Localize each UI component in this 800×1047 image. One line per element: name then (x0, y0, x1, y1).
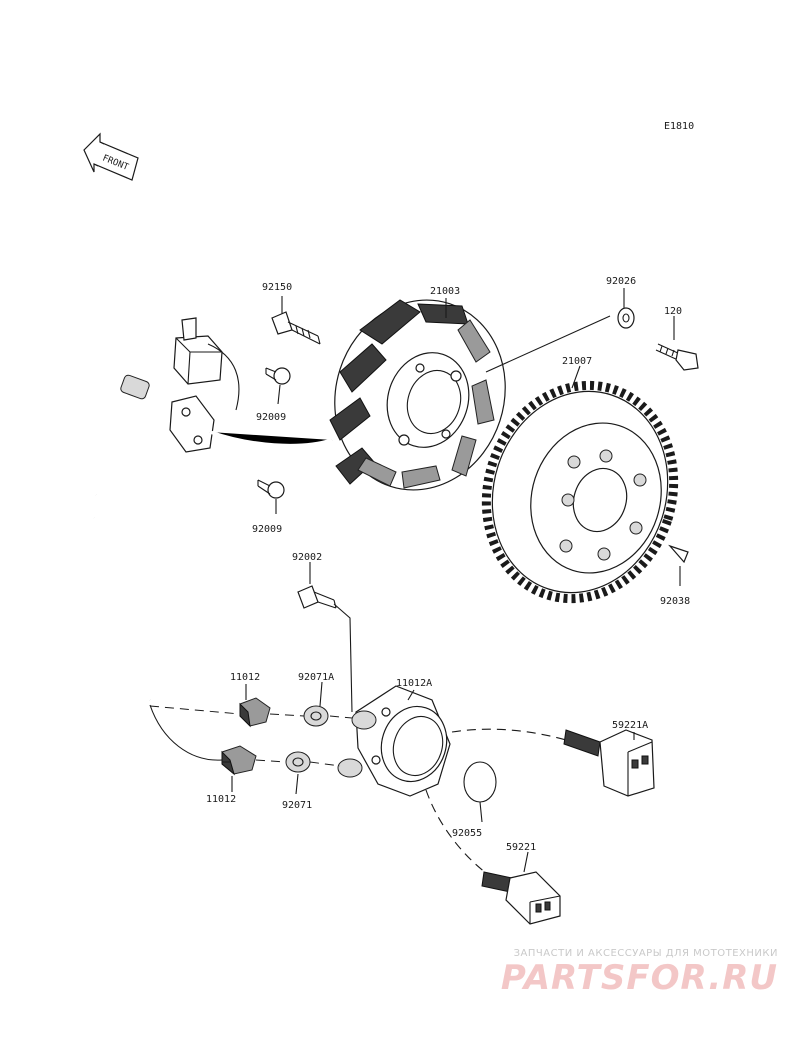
callout-11012-lower: 11012 (206, 794, 236, 805)
watermark-tagline: ЗАПЧАСТИ И АКСЕССУАРЫ ДЛЯ МОТОТЕХНИКИ (513, 948, 778, 959)
housing-11012A (337, 685, 451, 797)
callout-21003: 21003 (430, 286, 460, 297)
starter-gear-21007 (481, 380, 679, 604)
wiring-harness (79, 317, 333, 761)
seal-92071 (285, 751, 311, 773)
callout-92071: 92071 (282, 800, 312, 811)
connector-59221A (451, 728, 655, 797)
callout-92150: 92150 (262, 282, 292, 293)
cap-11012-upper (239, 697, 271, 728)
bolt-120 (655, 343, 699, 371)
stator-21003 (329, 299, 506, 491)
bolt-92002 (297, 585, 337, 609)
callout-92026: 92026 (606, 276, 636, 287)
callout-21007: 21007 (562, 356, 592, 367)
watermark-logo: PARTSFOR.RU (500, 958, 778, 998)
front-arrow-icon: FRONT (83, 132, 139, 181)
watermark: ЗАПЧАСТИ И АКСЕССУАРЫ ДЛЯ МОТОТЕХНИКИ PA… (501, 948, 778, 997)
connector-59221 (425, 789, 561, 925)
callout-92038: 92038 (660, 596, 690, 607)
screw-92009-upper (265, 367, 291, 385)
callout-92009-lower: 92009 (252, 524, 282, 535)
callout-92009-upper: 92009 (256, 412, 286, 423)
seal-92071A (303, 705, 329, 727)
callout-92002: 92002 (292, 552, 322, 563)
callout-120: 120 (664, 306, 682, 317)
oring-92055 (463, 761, 497, 803)
callout-92071A: 92071A (298, 672, 334, 683)
callout-11012A: 11012A (396, 678, 432, 689)
diagram-code: E1810 (664, 121, 694, 132)
cap-11012-lower (221, 745, 257, 776)
callout-11012-upper: 11012 (230, 672, 260, 683)
leader-lines (231, 288, 681, 873)
screw-92009-lower (257, 479, 285, 499)
callout-59221A: 59221A (612, 720, 648, 731)
callout-59221: 59221 (506, 842, 536, 853)
key-92038 (668, 544, 689, 564)
bolt-92150 (271, 311, 321, 345)
washer-92026 (617, 307, 635, 329)
callout-92055: 92055 (452, 828, 482, 839)
